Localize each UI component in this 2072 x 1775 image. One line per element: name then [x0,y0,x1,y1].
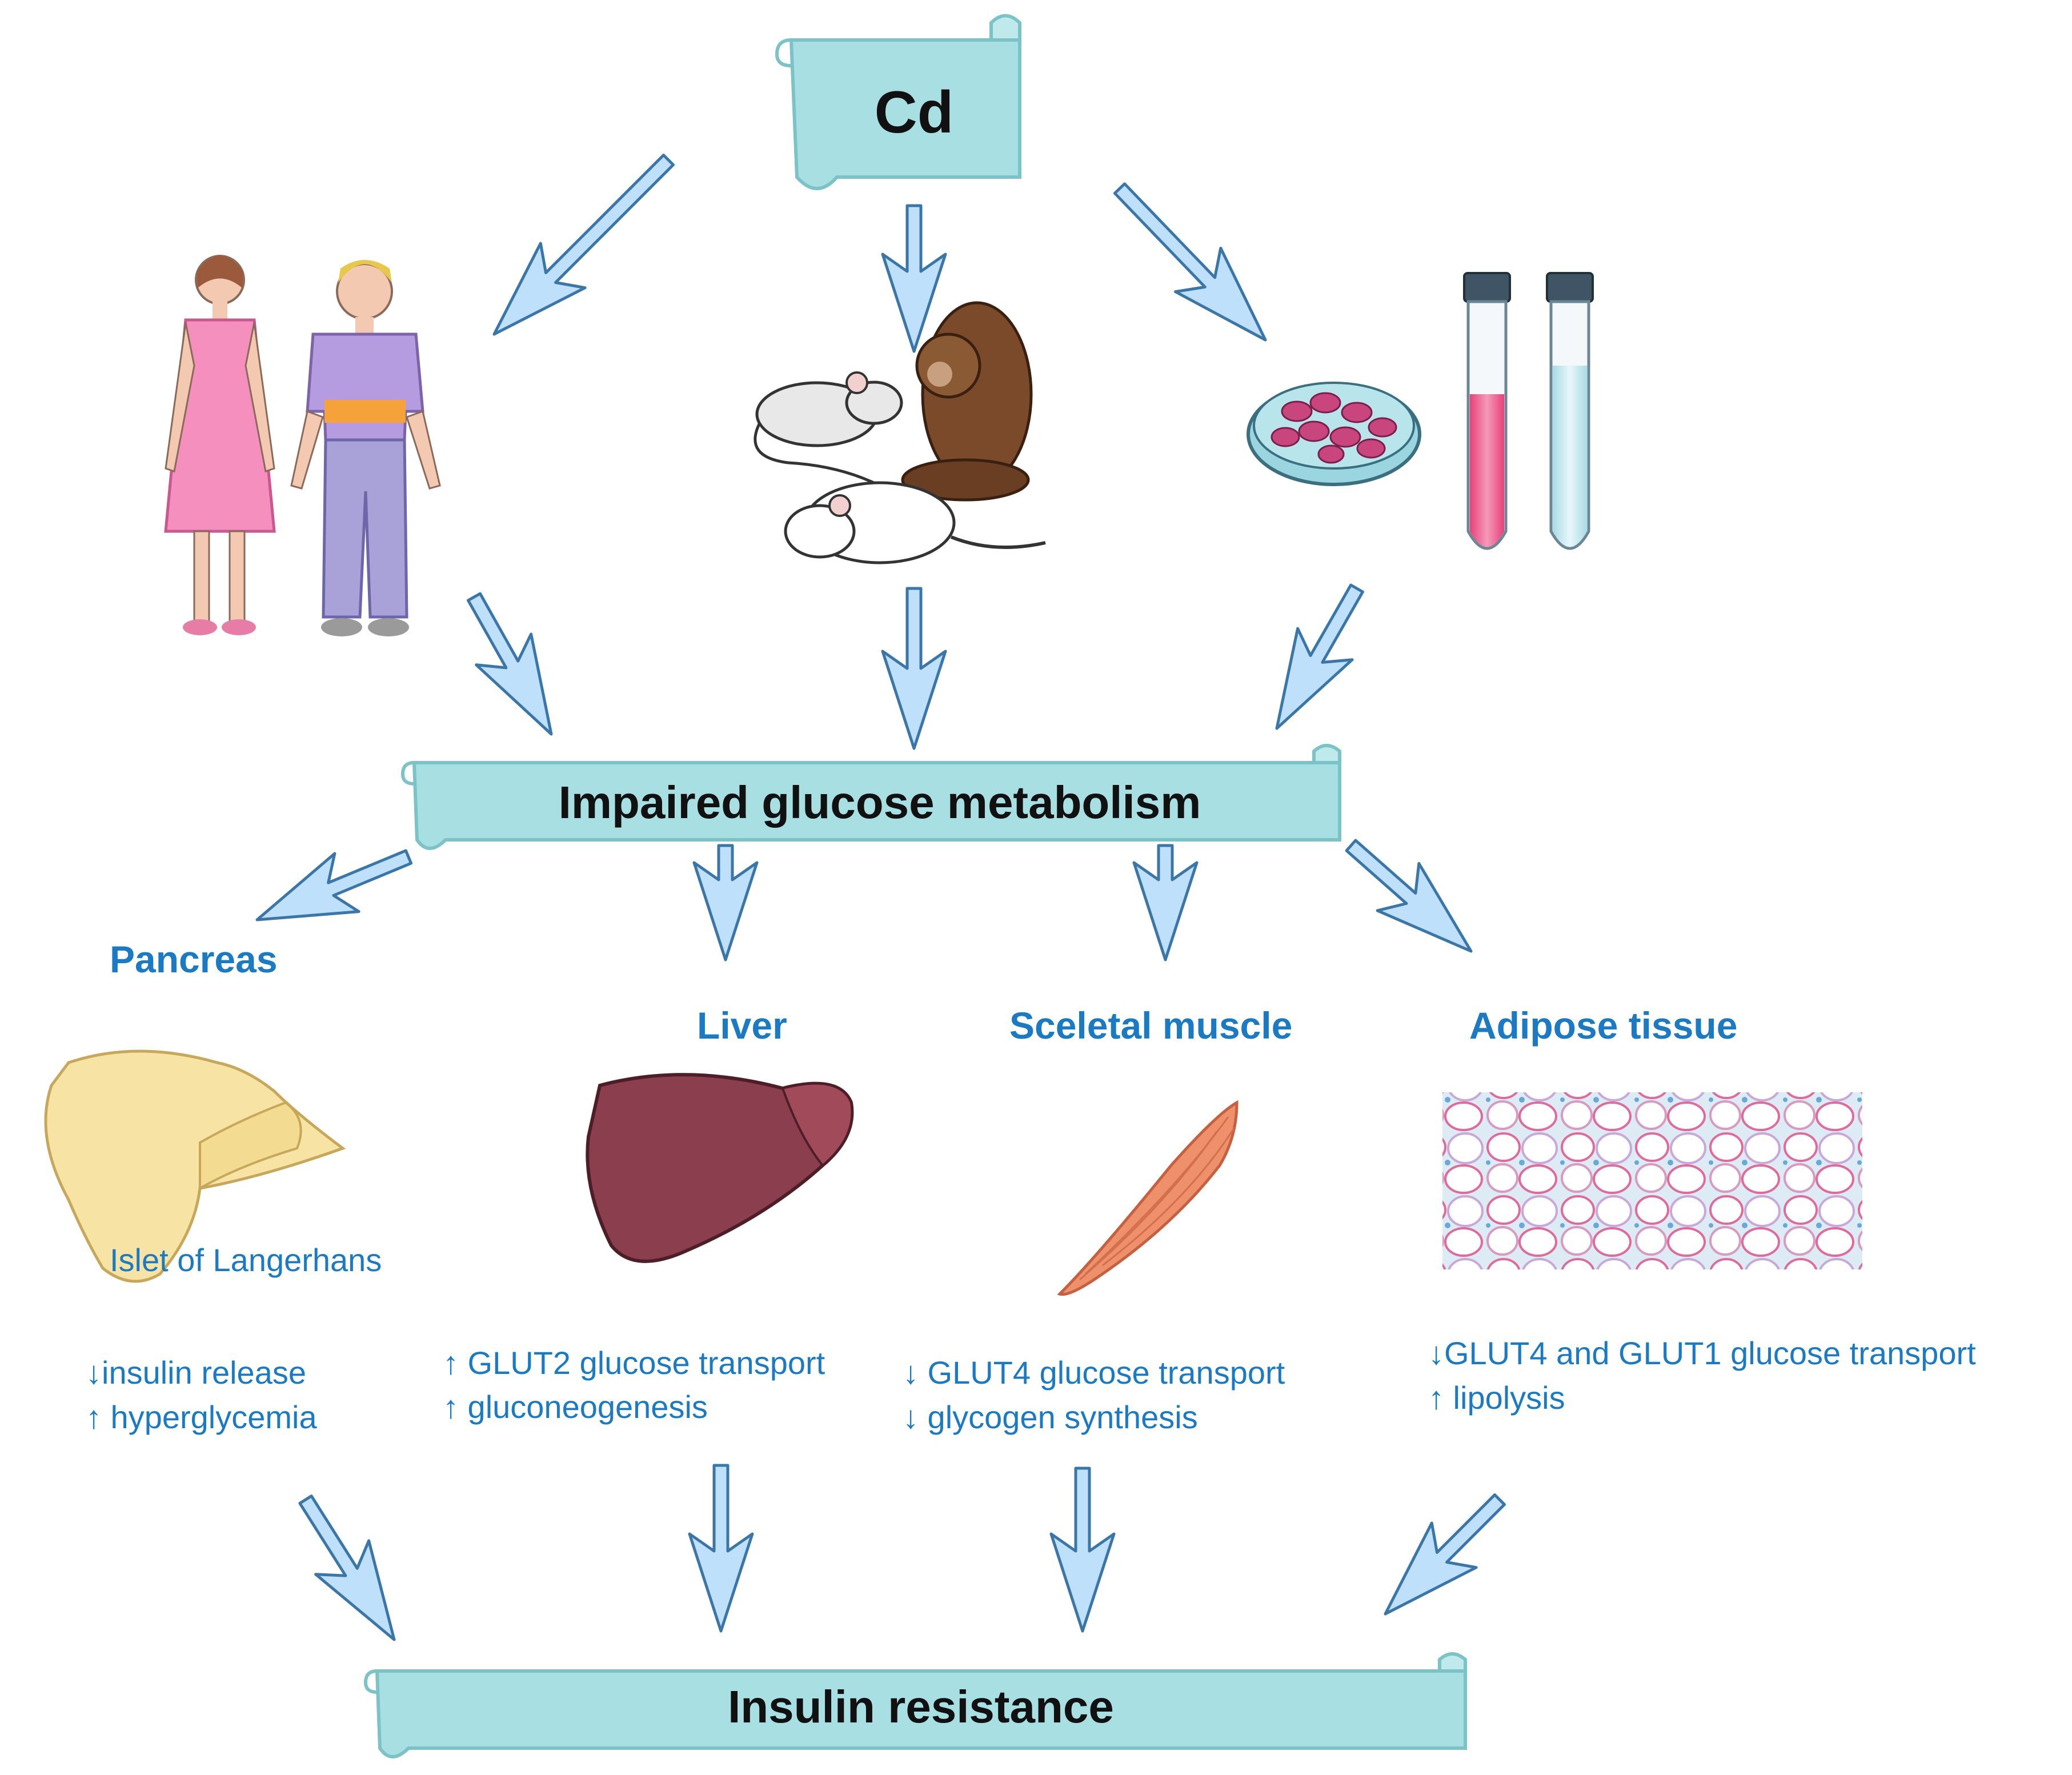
cd-node: Cd [775,14,1021,190]
arrow-animals-to-impaired [881,587,947,750]
arrow-cd-to-animals [881,204,947,353]
pancreas-structure-label: Islet of Langerhans [110,1242,382,1278]
arrow-impaired-to-adipose [1345,839,1473,953]
adipose-finding-2: ↑ lipolysis [1428,1380,1565,1416]
liver-title: Liver [697,1004,787,1047]
arrow-adipose-to-resistance [1384,1493,1506,1616]
arrow-liver-to-resistance [688,1464,754,1633]
pancreas-icon [44,1049,346,1283]
skeletal-muscle-finding-2: ↓ glycogen synthesis [903,1399,1198,1435]
pancreas-finding-2: ↑ hyperglycemia [86,1399,317,1435]
arrow-cells-to-impaired [1275,583,1364,730]
arrows-group [255,154,1506,1641]
arrow-cd-to-humans [492,154,675,336]
arrow-muscle-to-resistance [1049,1467,1116,1633]
arrow-pancreas-to-resistance [298,1494,396,1641]
skeletal-muscle-icon [1057,1100,1239,1296]
adipose-tissue-title: Adipose tissue [1469,1004,1737,1047]
adipose-tissue-icon [1442,1092,1862,1269]
skeletal-muscle-title: Sceletal muscle [1009,1004,1292,1047]
insulin-resistance-node: Insulin resistance [363,1652,1467,1758]
liver-icon [586,1073,854,1263]
cell-culture-icon [1247,272,1594,550]
impaired-glucose-metabolism-node: Impaired glucose metabolism [400,744,1341,850]
arrow-humans-to-impaired [467,592,553,736]
lab-animals-icon [754,301,1046,564]
arrow-impaired-to-liver [692,844,759,961]
liver-finding-1: ↑ GLUT2 glucose transport [443,1345,825,1381]
human-figures-icon [164,255,441,636]
impaired-glucose-metabolism-label: Impaired glucose metabolism [559,777,1201,828]
pancreas-title: Pancreas [110,938,278,980]
insulin-resistance-label: Insulin resistance [728,1681,1114,1732]
arrow-impaired-to-pancreas [255,849,413,921]
liver-finding-2: ↑ gluconeogenesis [443,1389,708,1425]
adipose-finding-1: ↓GLUT4 and GLUT1 glucose transport [1428,1335,1976,1371]
arrow-impaired-to-muscle [1132,844,1199,961]
arrow-cd-to-cell-culture [1113,182,1267,342]
cd-label: Cd [875,79,954,146]
skeletal-muscle-finding-1: ↓ GLUT4 glucose transport [903,1355,1285,1391]
pancreas-finding-1: ↓insulin release [86,1355,306,1391]
